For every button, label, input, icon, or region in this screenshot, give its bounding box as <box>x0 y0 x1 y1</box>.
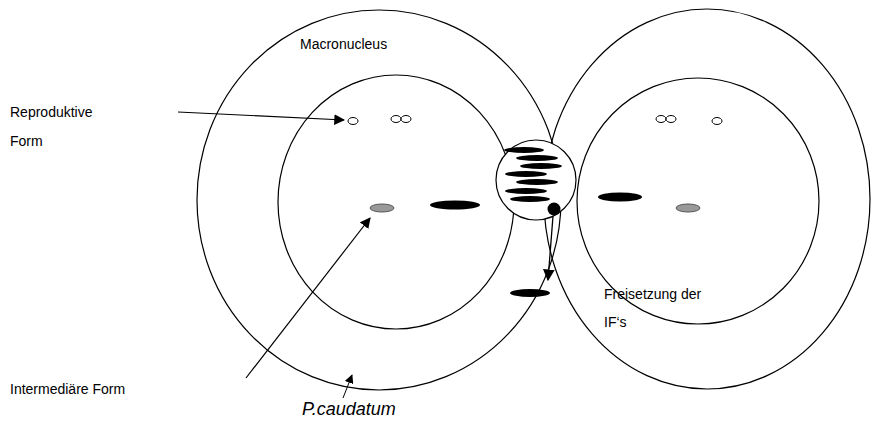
species-name: P.caudatum <box>302 398 442 420</box>
form-label: Reproduktive Form <box>10 98 122 156</box>
release-label: Freisetzung der IF‘s <box>604 280 724 336</box>
form-label: Intermediäre Form <box>10 380 210 398</box>
part-name: Macronucleus <box>300 36 387 52</box>
